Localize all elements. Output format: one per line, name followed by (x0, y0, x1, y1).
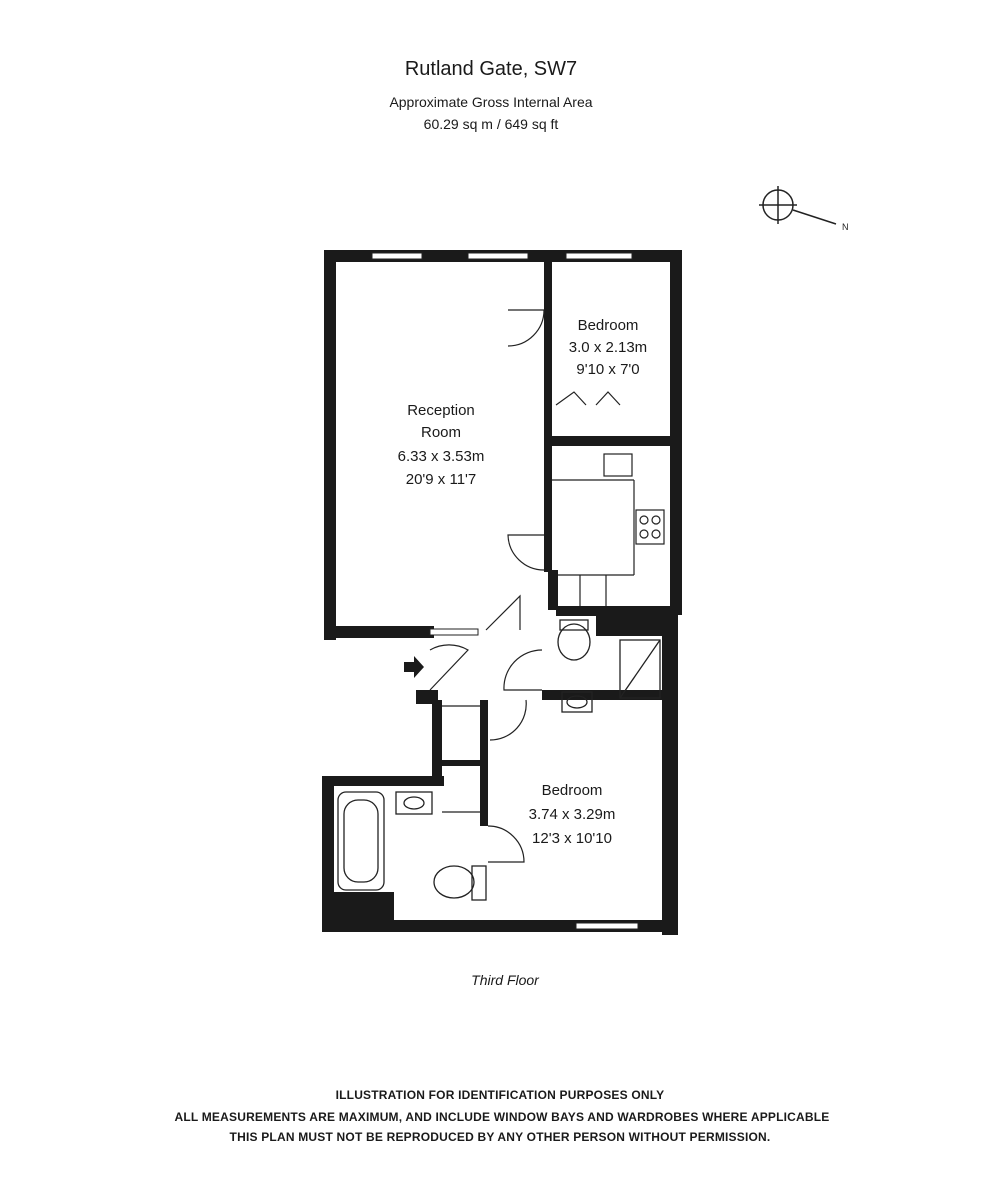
disclaimer-line-1: ILLUSTRATION FOR IDENTIFICATION PURPOSES… (335, 1088, 665, 1102)
bedroom-small-name: Bedroom (578, 317, 639, 334)
compass-icon: N (759, 186, 849, 232)
reception-metric: 6.33 x 3.53m (398, 448, 485, 465)
bedroom-small-metric: 3.0 x 2.13m (569, 339, 647, 356)
entrance-arrow-icon (404, 656, 424, 678)
reception-name-1: Reception (407, 402, 475, 419)
floor-label: Third Floor (471, 972, 539, 988)
doors (429, 309, 621, 863)
compass-north-label: N (842, 222, 849, 232)
bedroom-small-imperial: 9'10 x 7'0 (576, 361, 639, 378)
plan-title: Rutland Gate, SW7 (404, 58, 578, 80)
area-caption: Approximate Gross Internal Area (389, 94, 593, 110)
room-labels: Bedroom 3.0 x 2.13m 9'10 x 7'0 Reception… (398, 317, 648, 847)
bedroom-large-imperial: 12'3 x 10'10 (532, 830, 612, 847)
area-value: 60.29 sq m / 649 sq ft (423, 116, 559, 132)
reception-imperial: 20'9 x 11'7 (406, 471, 477, 488)
disclaimer-line-3: THIS PLAN MUST NOT BE REPRODUCED BY ANY … (229, 1130, 771, 1144)
bedroom-large-name: Bedroom (542, 782, 603, 799)
windows (371, 252, 639, 930)
bedroom-large-metric: 3.74 x 3.29m (529, 806, 616, 823)
reception-name-2: Room (421, 424, 461, 441)
sanitary-fixtures (337, 619, 661, 901)
fixtures (442, 453, 665, 813)
disclaimer-line-2: ALL MEASUREMENTS ARE MAXIMUM, AND INCLUD… (174, 1110, 830, 1124)
